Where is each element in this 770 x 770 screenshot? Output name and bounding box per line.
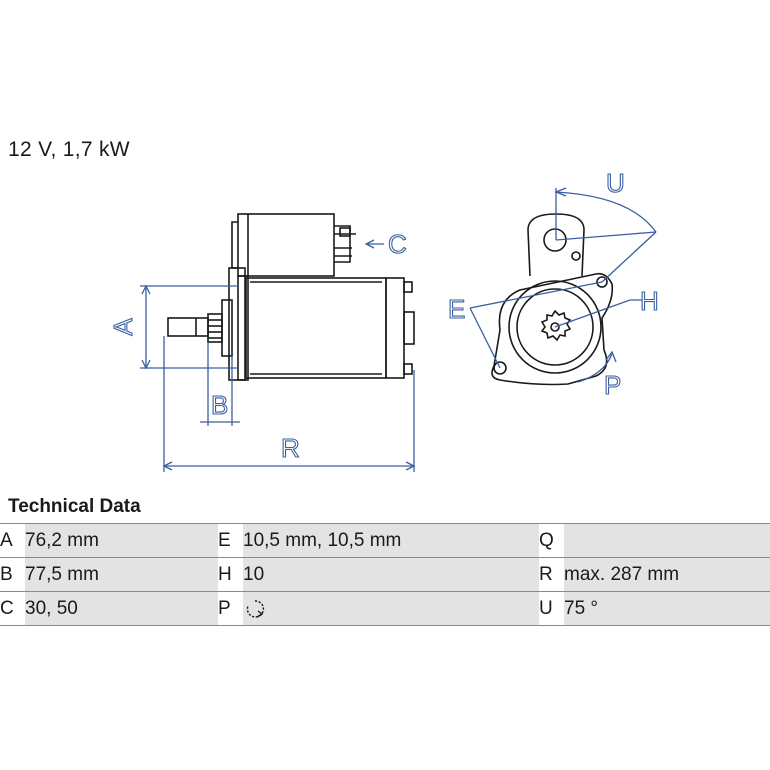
spec-value: 10 bbox=[243, 557, 539, 592]
spec-key: E bbox=[218, 523, 243, 558]
spec-key: H bbox=[218, 557, 243, 592]
spec-key: R bbox=[539, 557, 564, 592]
voltage-power-rating: 12 V, 1,7 kW bbox=[8, 138, 130, 161]
dimension-label-a: A bbox=[108, 318, 138, 336]
spec-key: B bbox=[0, 557, 25, 592]
table-row: B 77,5 mm H 10 R max. 287 mm bbox=[0, 557, 770, 592]
spec-value: 77,5 mm bbox=[25, 557, 218, 592]
spec-key: P bbox=[218, 591, 243, 626]
spec-key: A bbox=[0, 523, 25, 558]
dimension-label-p: P bbox=[604, 370, 621, 400]
dimension-label-u: U bbox=[606, 168, 625, 198]
spec-value: max. 287 mm bbox=[564, 557, 770, 592]
dimension-label-e: E bbox=[448, 294, 465, 324]
spec-value bbox=[564, 523, 770, 558]
dimension-label-c: C bbox=[388, 229, 407, 259]
spec-value: 76,2 mm bbox=[25, 523, 218, 558]
side-view-drawing bbox=[167, 213, 415, 381]
spec-value: 75 ° bbox=[564, 591, 770, 626]
pinion-gear bbox=[540, 309, 572, 342]
technical-data-heading: Technical Data bbox=[8, 496, 141, 517]
dimension-label-b: B bbox=[211, 390, 228, 420]
spec-value: 10,5 mm, 10,5 mm bbox=[243, 523, 539, 558]
front-view-dimensions bbox=[469, 187, 657, 383]
dimension-label-r: R bbox=[281, 433, 300, 463]
spec-value: 30, 50 bbox=[25, 591, 218, 626]
side-view-dimensions bbox=[140, 239, 416, 472]
clockwise-rotation-icon bbox=[246, 599, 265, 618]
dimension-label-h: H bbox=[640, 286, 659, 316]
spec-key: Q bbox=[539, 523, 564, 558]
technical-data-table: A 76,2 mm E 10,5 mm, 10,5 mm Q B 77,5 mm… bbox=[0, 523, 770, 626]
table-row: C 30, 50 P U 75 ° bbox=[0, 591, 770, 626]
spec-key: C bbox=[0, 591, 25, 626]
table-row: A 76,2 mm E 10,5 mm, 10,5 mm Q bbox=[0, 523, 770, 558]
front-view-drawing bbox=[491, 213, 614, 386]
spec-key: U bbox=[539, 591, 564, 626]
spec-value-rotation bbox=[243, 591, 539, 626]
starter-motor-diagram: A B C R U E H P bbox=[107, 167, 659, 472]
